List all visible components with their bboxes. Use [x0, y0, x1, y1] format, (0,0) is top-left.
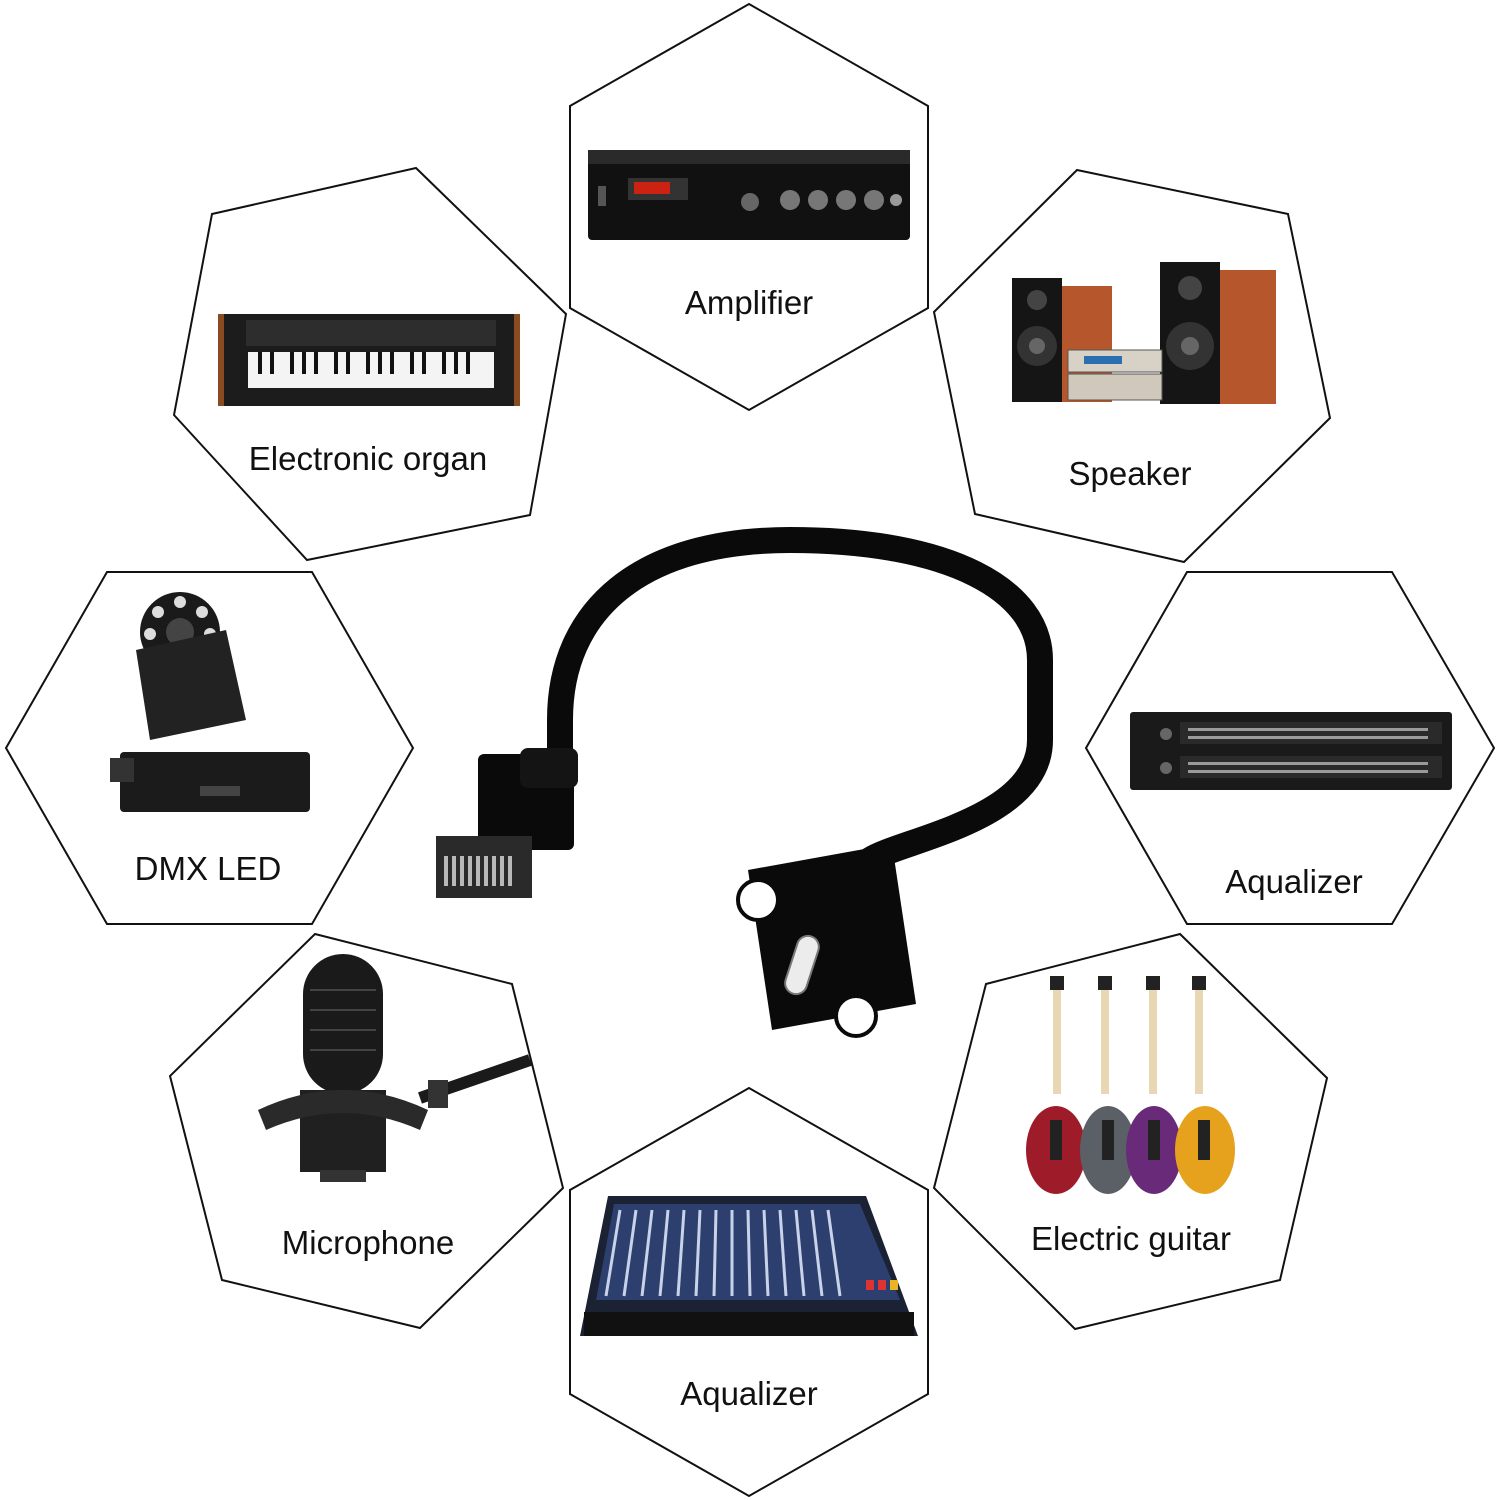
tile-label: DMX LED [135, 850, 282, 887]
tile-dmx-led: DMX LED [4, 571, 415, 925]
guitar-icon [1026, 976, 1235, 1194]
guitar-red [1026, 976, 1086, 1194]
tile-electronic-organ: Electronic organ [172, 166, 568, 562]
screw-hole-bottom [834, 994, 878, 1038]
tile-aqualizer-right: Aqualizer [1084, 571, 1496, 925]
tile-label: Electronic organ [249, 440, 487, 477]
speaker-icon [1012, 262, 1276, 404]
tile-label: Microphone [282, 1224, 454, 1261]
usb-c-panel-mount-cable-icon [436, 526, 1053, 1038]
tile-aqualizer-bottom: Aqualizer [569, 1086, 929, 1498]
tile-electric-guitar: Electric guitar [932, 932, 1329, 1331]
microphone-icon [258, 954, 532, 1182]
mixer-console-icon [580, 1196, 918, 1336]
amplifier-icon [588, 150, 910, 240]
usb-c-port [784, 934, 820, 996]
tile-label: Speaker [1069, 455, 1192, 492]
tile-label: Aqualizer [1225, 863, 1363, 900]
tile-amplifier: Amplifier [569, 2, 929, 412]
equalizer-rack-icon [1130, 712, 1452, 790]
guitar-purple [1126, 976, 1182, 1194]
panel-mount-bracket [748, 844, 916, 1030]
tile-label: Electric guitar [1031, 1220, 1231, 1257]
tile-label: Amplifier [685, 284, 813, 321]
tile-speaker: Speaker [932, 168, 1332, 564]
tile-microphone: Microphone [168, 932, 565, 1330]
guitar-gray [1080, 976, 1136, 1194]
hex-frame [4, 571, 415, 925]
moving-head-light-icon [110, 592, 310, 812]
guitar-yellow [1175, 976, 1235, 1194]
tile-label: Aqualizer [680, 1375, 818, 1412]
keyboard-icon [218, 314, 520, 406]
screw-hole-top [736, 878, 780, 922]
